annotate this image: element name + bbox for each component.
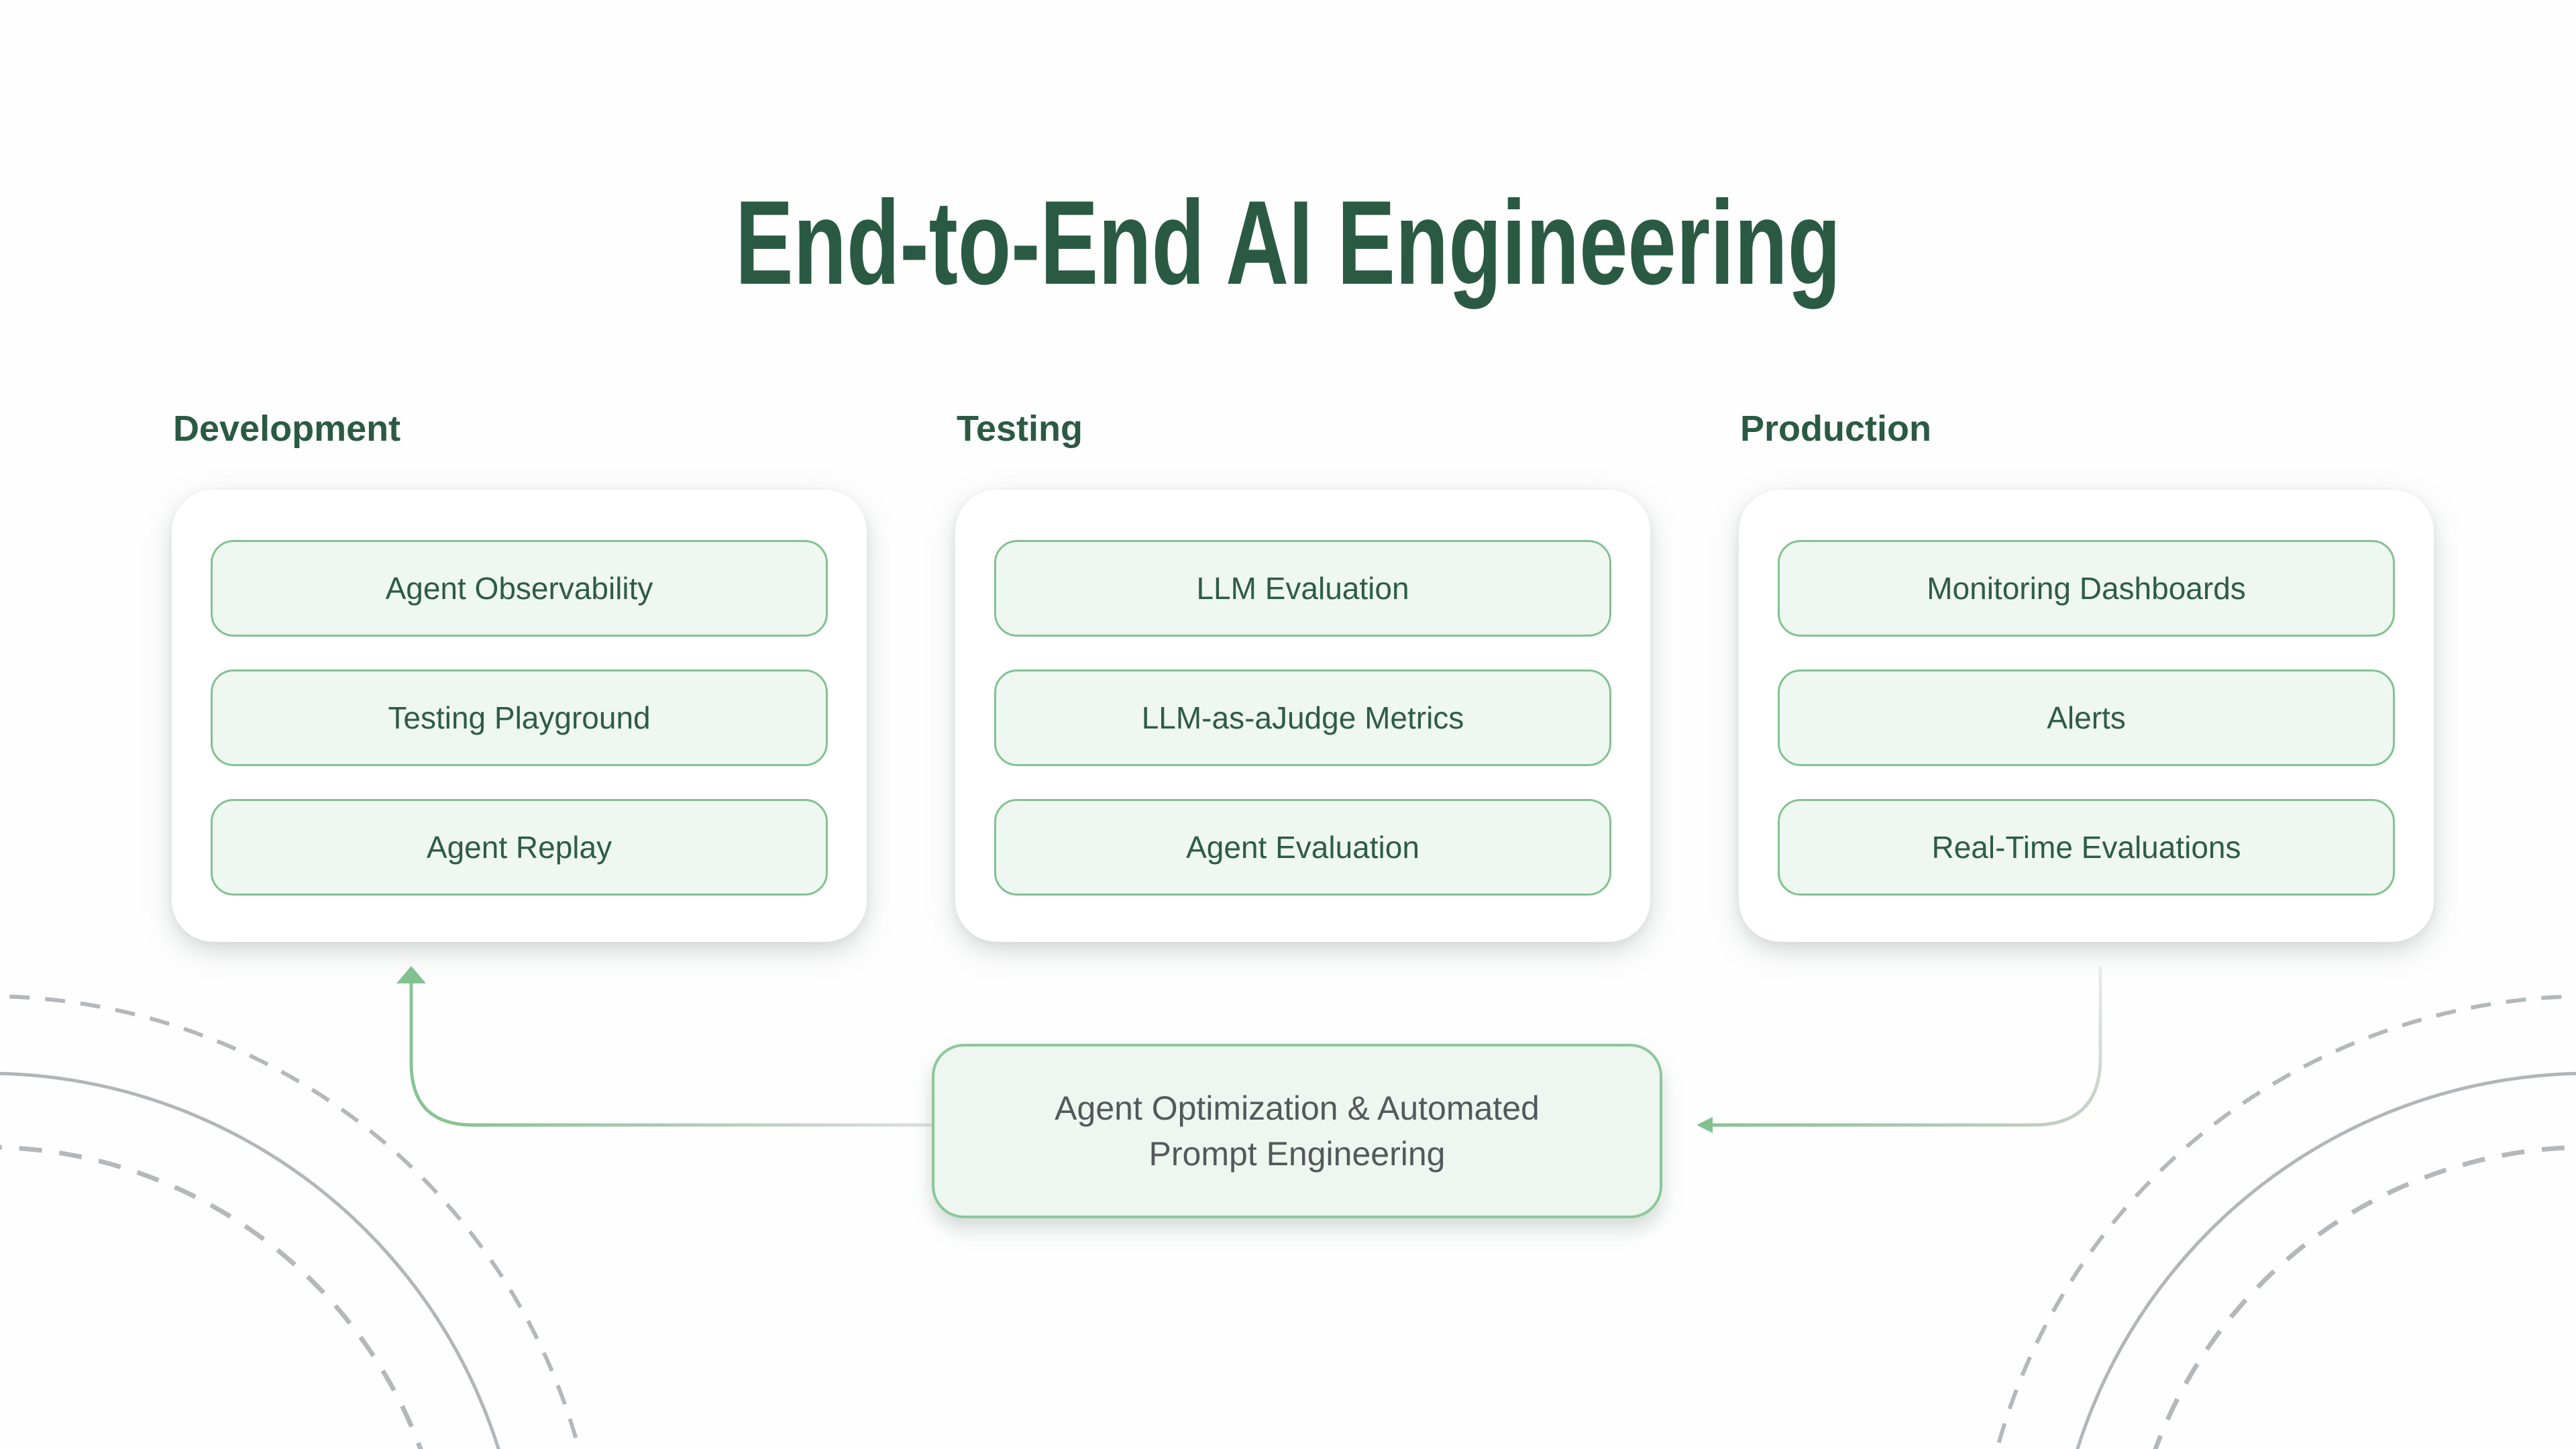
- node-testing-playground: Testing Playground: [211, 669, 828, 766]
- node-agent-replay: Agent Replay: [211, 799, 828, 896]
- column-header-development: Development: [173, 409, 401, 449]
- connector-production-to-feedback-curve: [2033, 967, 2102, 1127]
- arc-solid-right: [2076, 1071, 2576, 1449]
- feedback-box-line-1: Agent Optimization & Automated: [1055, 1089, 1540, 1127]
- production-card: Monitoring Dashboards Alerts Real-Time E…: [1739, 490, 2434, 942]
- arc-solid-left: [0, 1071, 500, 1449]
- page-title: End-to-End AI Engineering: [735, 176, 1841, 309]
- arc-dashed-inner-right: [2153, 1144, 2576, 1449]
- column-header-testing: Testing: [957, 409, 1083, 449]
- arc-dashed-inner-left: [0, 1144, 423, 1449]
- arrow-left-icon: [1697, 1117, 1713, 1133]
- node-agent-evaluation: Agent Evaluation: [994, 799, 1611, 896]
- feedback-box: Agent Optimization & Automated Prompt En…: [932, 1044, 1662, 1218]
- node-llm-as-a-judge-metrics: LLM-as-aJudge Metrics: [994, 669, 1611, 766]
- node-llm-evaluation: LLM Evaluation: [994, 540, 1611, 637]
- feedback-box-line-2: Prompt Engineering: [1148, 1135, 1446, 1173]
- arc-dashed-outer-right: [1995, 994, 2576, 1449]
- connector-feedback-to-development-curve: [409, 981, 474, 1127]
- node-monitoring-dashboards: Monitoring Dashboards: [1778, 540, 2395, 637]
- arc-dashed-outer-left: [0, 994, 581, 1449]
- development-card: Agent Observability Testing Playground A…: [172, 490, 867, 942]
- testing-card: LLM Evaluation LLM-as-aJudge Metrics Age…: [955, 490, 1650, 942]
- column-header-production: Production: [1740, 409, 1931, 449]
- node-real-time-evaluations: Real-Time Evaluations: [1778, 799, 2395, 896]
- node-agent-observability: Agent Observability: [211, 540, 828, 637]
- node-alerts: Alerts: [1778, 669, 2395, 766]
- arrow-up-icon: [396, 966, 426, 983]
